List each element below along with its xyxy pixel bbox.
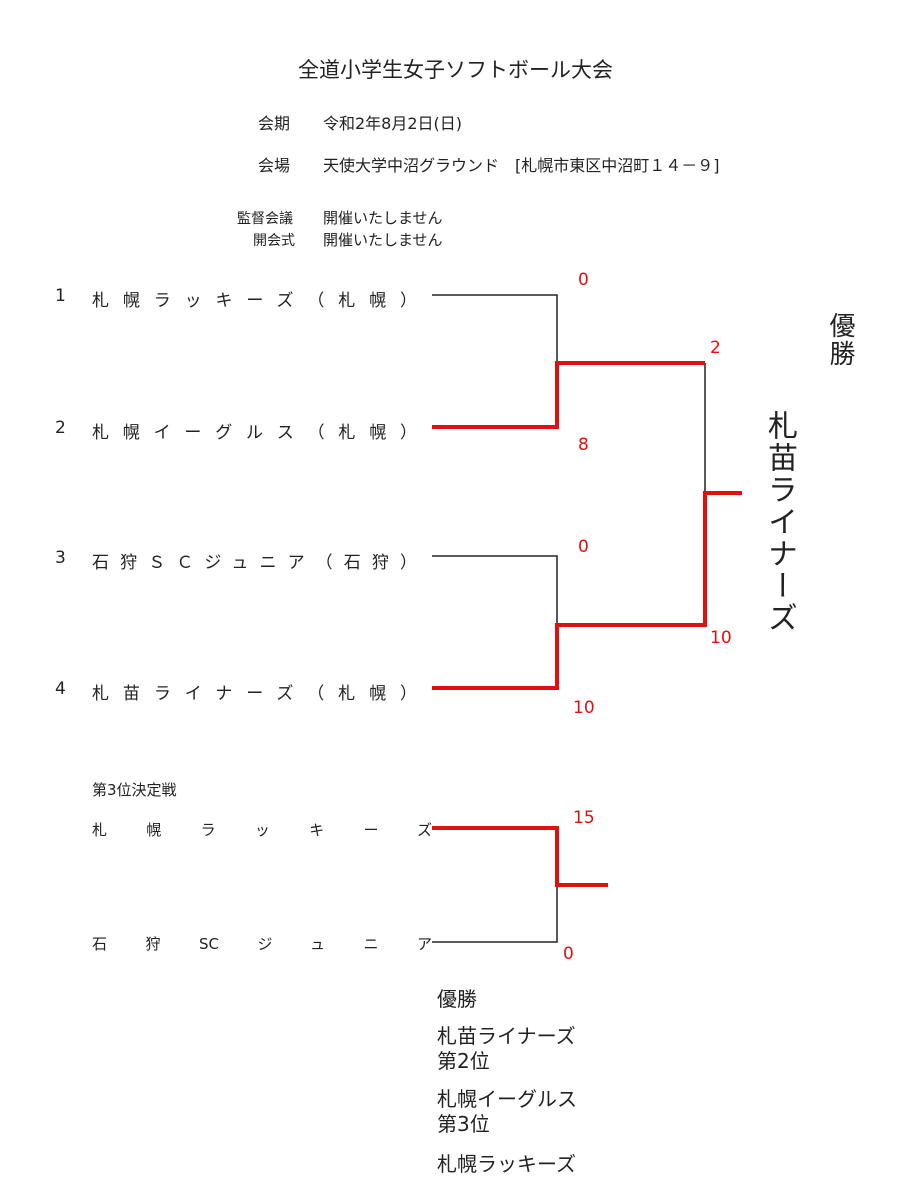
result-second-label: 第2位 bbox=[437, 1049, 490, 1073]
line-team-2 bbox=[432, 361, 705, 429]
ceremony-value: 開催いたしません bbox=[323, 231, 443, 249]
third-team-1: 札幌ラッキーズ bbox=[92, 821, 432, 839]
meeting-label: 監督会議 bbox=[237, 211, 293, 227]
line-team-4 bbox=[432, 491, 742, 690]
team-3: 石狩ＳＣジュニア（石狩） bbox=[92, 553, 417, 573]
team-1: 札幌ラッキーズ（札幌） bbox=[92, 291, 417, 311]
champion-name: 札苗ライナーズ bbox=[762, 410, 797, 634]
result-champion-label: 優勝 bbox=[437, 987, 477, 1011]
third-place-label: 第3位決定戦 bbox=[92, 781, 177, 799]
result-second: 札幌イーグルス bbox=[437, 1087, 577, 1111]
line-team-1 bbox=[432, 294, 558, 363]
venue-label: 会場 bbox=[258, 156, 291, 175]
score-team-1: 0 bbox=[578, 270, 589, 290]
score-team-2: 8 bbox=[578, 435, 589, 455]
period-label: 会期 bbox=[258, 114, 291, 133]
final-score-2: 10 bbox=[710, 628, 732, 648]
line-third-1 bbox=[432, 826, 608, 887]
result-third-label: 第3位 bbox=[437, 1112, 490, 1136]
team-2: 札幌イーグルス（札幌） bbox=[92, 423, 417, 443]
final-score-1: 2 bbox=[710, 338, 721, 358]
meeting-value: 開催いたしません bbox=[323, 209, 443, 227]
score-team-4: 10 bbox=[573, 698, 595, 718]
seed-2: 2 bbox=[55, 418, 66, 438]
champion-label: 優勝 bbox=[825, 312, 855, 368]
third-team-2: 石狩SCジュニア bbox=[92, 935, 432, 953]
result-third: 札幌ラッキーズ bbox=[437, 1152, 576, 1176]
result-champion: 札苗ライナーズ bbox=[437, 1024, 576, 1048]
seed-3: 3 bbox=[55, 548, 66, 568]
ceremony-label: 開会式 bbox=[253, 233, 295, 249]
third-score-2: 0 bbox=[563, 944, 574, 964]
third-score-1: 15 bbox=[573, 808, 595, 828]
venue-value: 天使大学中沼グラウンド [札幌市東区中沼町１４－９] bbox=[323, 156, 720, 175]
line-team-3 bbox=[432, 555, 558, 625]
score-team-3: 0 bbox=[578, 537, 589, 557]
period-value: 令和2年8月2日(日) bbox=[323, 114, 463, 133]
line-third-2 bbox=[432, 885, 558, 943]
seed-1: 1 bbox=[55, 286, 66, 306]
page-title: 全道小学生女子ソフトボール大会 bbox=[298, 58, 613, 82]
team-4: 札苗ライナーズ（札幌） bbox=[92, 684, 417, 704]
seed-4: 4 bbox=[55, 679, 66, 699]
